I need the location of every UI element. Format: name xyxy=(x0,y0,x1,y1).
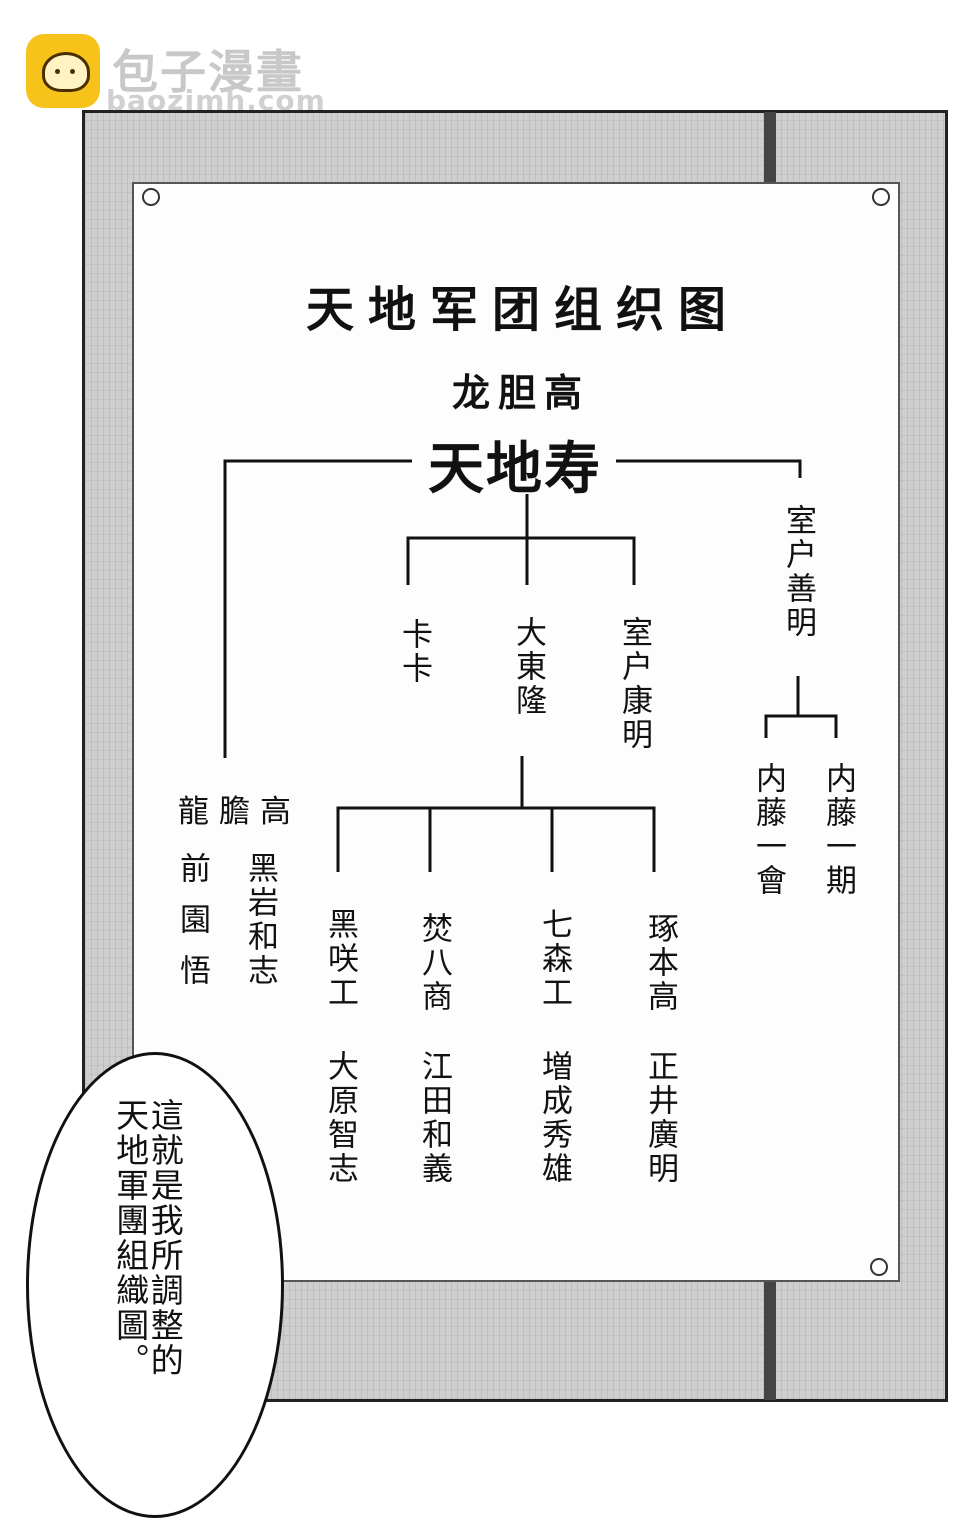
group-4-school: 琢本高 xyxy=(642,912,678,1014)
group-2-member: 江田和義 xyxy=(416,1050,452,1186)
chart-title: 天地军团组织图 xyxy=(306,282,741,338)
group-4-member: 正井廣明 xyxy=(642,1050,678,1186)
watermark-site-name: 包子漫畫 xyxy=(112,45,304,99)
logo-eye-right xyxy=(70,69,75,74)
logo-eye-left xyxy=(55,69,60,74)
group-2-school: 焚八商 xyxy=(416,912,452,1014)
baozi-logo-icon xyxy=(26,34,100,108)
leader-school: 龙胆高 xyxy=(452,370,591,415)
board-post-bottom xyxy=(764,1282,776,1400)
group-3-member: 増成秀雄 xyxy=(536,1050,572,1186)
right-branch-leader: 室户善明 xyxy=(780,504,816,640)
right-sub-member-1: 内藤一期 xyxy=(820,762,856,898)
left-member-1: 黑岩和志 xyxy=(242,852,278,988)
leader-name: 天地寿 xyxy=(428,436,602,502)
member-center: 大東隆 xyxy=(510,616,546,718)
left-member-2: 前園悟 xyxy=(174,852,210,1005)
group-3-school: 七森工 xyxy=(536,908,572,1010)
pin-icon xyxy=(142,188,160,206)
member-kaka: 卡卡 xyxy=(396,618,432,686)
board-post-top xyxy=(764,112,776,184)
right-sub-member-2: 内藤一會 xyxy=(750,762,786,898)
pin-icon xyxy=(872,188,890,206)
left-branch-school: 龍膽高 xyxy=(178,794,301,830)
group-1-school: 黑咲工 xyxy=(322,908,358,1010)
member-right: 室户康明 xyxy=(616,616,652,752)
group-1-member: 大原智志 xyxy=(322,1050,358,1186)
pin-icon xyxy=(870,1258,888,1276)
bun-face-icon xyxy=(42,52,90,92)
org-chart-paper xyxy=(132,182,900,1282)
speech-bubble xyxy=(26,1052,284,1518)
speech-bubble-text: 這就是我所調整的天地軍團組織圖。 xyxy=(110,1098,185,1378)
